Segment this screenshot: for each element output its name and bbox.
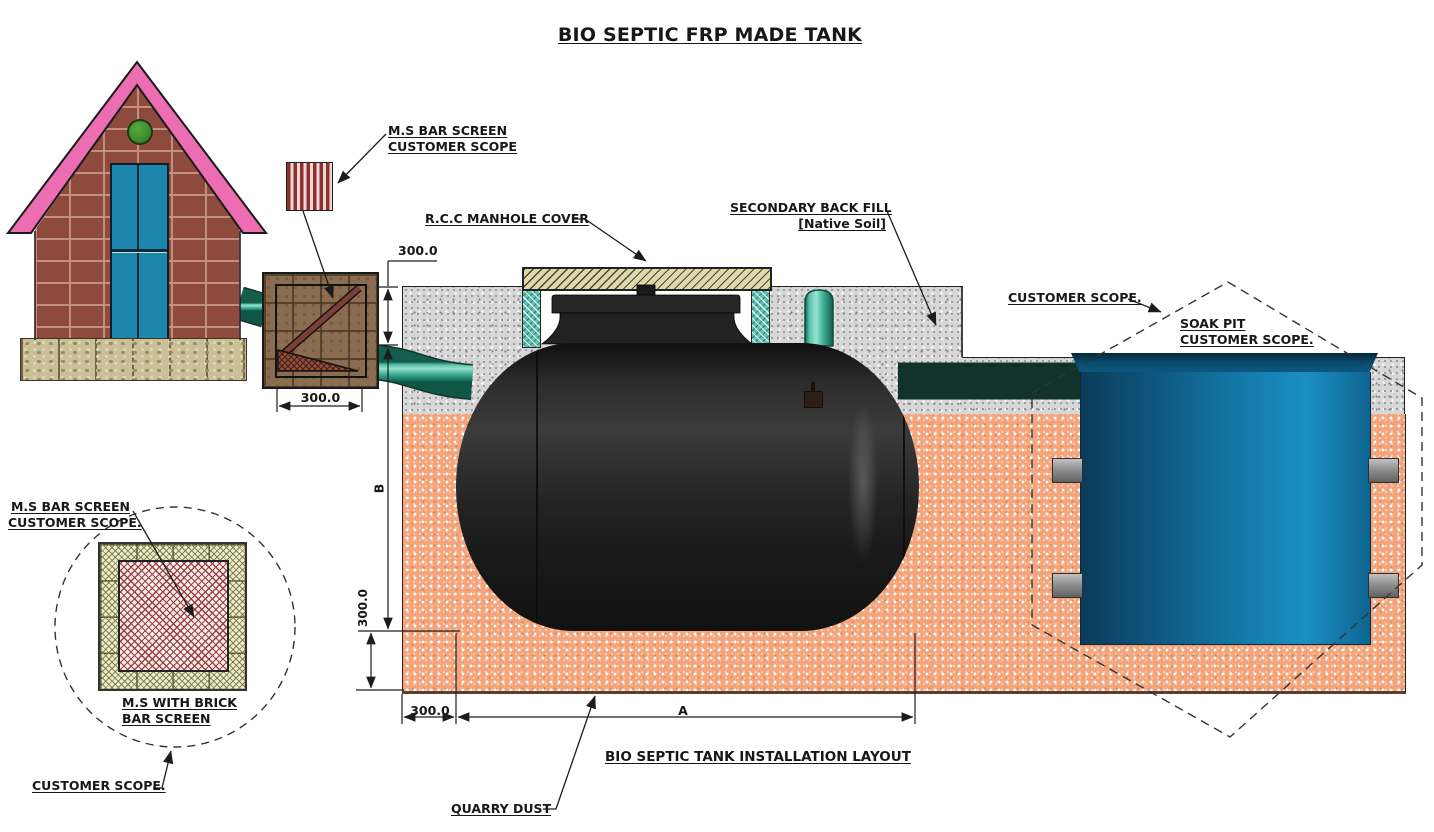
label-line: M.S BAR SCREEN [10,499,130,514]
tank-fitting-stem [811,382,815,391]
label-secondary-backfill: SECONDARY BACK FILL [Native Soil] [730,200,892,231]
inlet-chamber-inner-frame [275,284,367,378]
dim-tank-length-text: A [678,703,688,718]
manhole-wall-left [522,287,541,348]
label-line: CUSTOMER SCOPE. [1180,331,1314,347]
rcc-manhole-cover-slab [522,267,772,291]
tank-outlet-fitting [804,391,823,408]
label-line: SECONDARY BACK FILL [730,200,892,215]
label-installation-layout: BIO SEPTIC TANK INSTALLATION LAYOUT [605,749,911,765]
label-detail-screen: M.S BAR SCREEN CUSTOMER SCOPE. [8,499,142,530]
house-door [110,163,169,342]
septic-tank [456,343,919,631]
leader-bar-screen-label [337,133,387,184]
door-divider-horizontal [112,249,167,253]
tank-weld-right [903,343,906,631]
soak-pit-stub-pipe [1368,458,1399,483]
soak-pit-stub-pipe [1052,458,1083,483]
label-quarry-dust: QUARRY DUST [451,801,552,816]
label-line: M.S WITH BRICK [122,695,237,710]
page-title: BIO SEPTIC FRP MADE TANK [557,24,863,46]
label-line: SOAK PIT [1180,316,1246,331]
soak-pit-rim [1071,353,1378,374]
dim-base-thickness-text: 300.0 [356,589,370,627]
dim-cover-depth-text: 300.0 [398,243,438,258]
ms-bar-screen-swatch [286,162,333,211]
dim-side-offset-text: 300.0 [410,703,450,718]
label-detail-brick: M.S WITH BRICK BAR SCREEN [122,695,237,726]
label-detail-customer-scope: CUSTOMER SCOPE. [32,778,166,793]
manhole-wall-right [751,287,770,348]
leader-quarry-dust [543,695,596,810]
label-soak-pit: SOAK PIT CUSTOMER SCOPE. [1180,316,1314,347]
house-vent-window [127,119,153,145]
house-stone-foundation [20,338,247,381]
soak-pit-stub-pipe [1368,573,1399,598]
tank-weld-left [536,343,539,631]
dim-tank-depth-text: B [371,483,387,494]
manhole-shaft-gap [540,287,751,345]
label-customer-scope-right: CUSTOMER SCOPE. [1008,290,1142,305]
soak-pit-stub-pipe [1052,573,1083,598]
label-bar-screen-top: M.S BAR SCREEN CUSTOMER SCOPE [388,123,517,154]
label-line: [Native Soil] [798,215,886,231]
label-line: BAR SCREEN [122,710,211,726]
label-line: CUSTOMER SCOPE [388,138,517,154]
label-rcc-manhole-cover: R.C.C MANHOLE COVER [425,211,589,226]
dim-chamber-width-text: 300.0 [300,390,341,405]
tank-highlight [848,403,878,563]
soak-pit-tank [1080,372,1371,645]
label-line: M.S BAR SCREEN [388,123,508,138]
detail-ms-screen-square [118,560,229,672]
label-line: CUSTOMER SCOPE. [8,514,142,530]
